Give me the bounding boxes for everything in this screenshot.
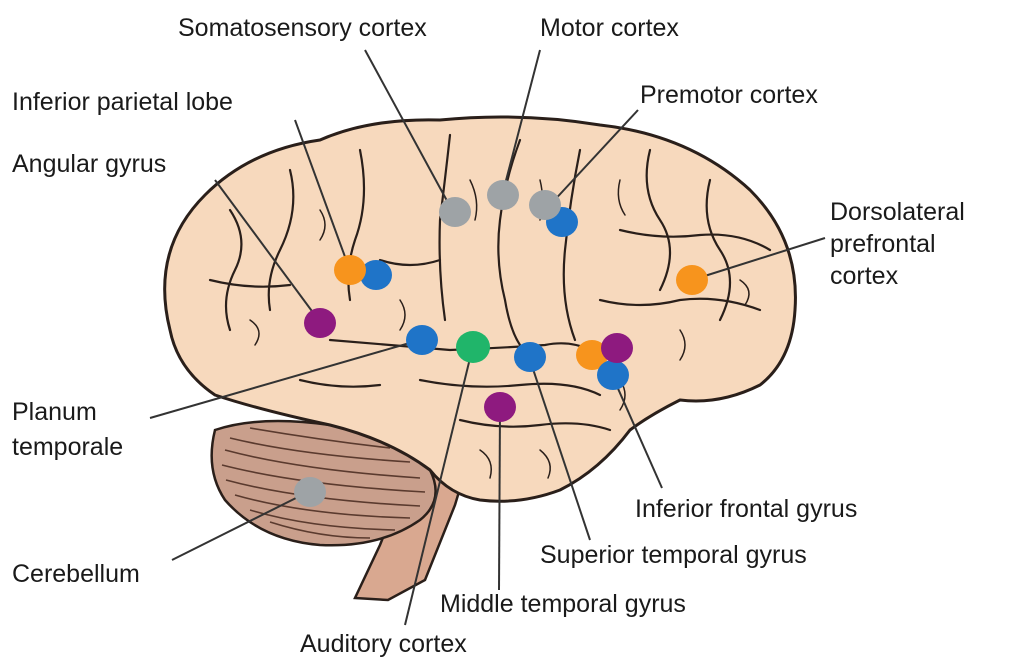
label-dlpfc-line2: prefrontal <box>830 230 936 258</box>
label-dlpfc-line1: Dorsolateral <box>830 198 965 226</box>
label-planum-line1: Planum <box>12 398 97 426</box>
label-premotor-cortex: Premotor cortex <box>640 81 818 109</box>
marker-motor <box>487 180 519 210</box>
label-superior-temporal-gyrus: Superior temporal gyrus <box>540 541 807 569</box>
marker-angular <box>304 308 336 338</box>
marker-middle-temporal <box>484 392 516 422</box>
label-dlpfc-line3: cortex <box>830 262 899 290</box>
marker-somatosensory <box>439 197 471 227</box>
label-angular-gyrus: Angular gyrus <box>12 150 166 178</box>
marker-superior-temporal <box>514 342 546 372</box>
label-auditory-cortex: Auditory cortex <box>300 630 467 658</box>
label-cerebellum: Cerebellum <box>12 560 140 588</box>
marker-auditory <box>456 331 490 363</box>
marker-premotor-gray <box>529 190 561 220</box>
label-motor-cortex: Motor cortex <box>540 14 679 42</box>
label-inferior-parietal-lobe: Inferior parietal lobe <box>12 88 233 116</box>
label-planum-line2: temporale <box>12 433 123 461</box>
marker-inferior-parietal-orange <box>334 255 366 285</box>
marker-dlpfc <box>676 265 708 295</box>
marker-cerebellum <box>294 477 326 507</box>
label-inferior-frontal-gyrus: Inferior frontal gyrus <box>635 495 857 523</box>
label-somatosensory-cortex: Somatosensory cortex <box>178 14 427 42</box>
marker-inferior-frontal-purple <box>601 333 633 363</box>
label-middle-temporal-gyrus: Middle temporal gyrus <box>440 590 686 618</box>
marker-planum <box>406 325 438 355</box>
marker-inferior-frontal-blue <box>597 360 629 390</box>
